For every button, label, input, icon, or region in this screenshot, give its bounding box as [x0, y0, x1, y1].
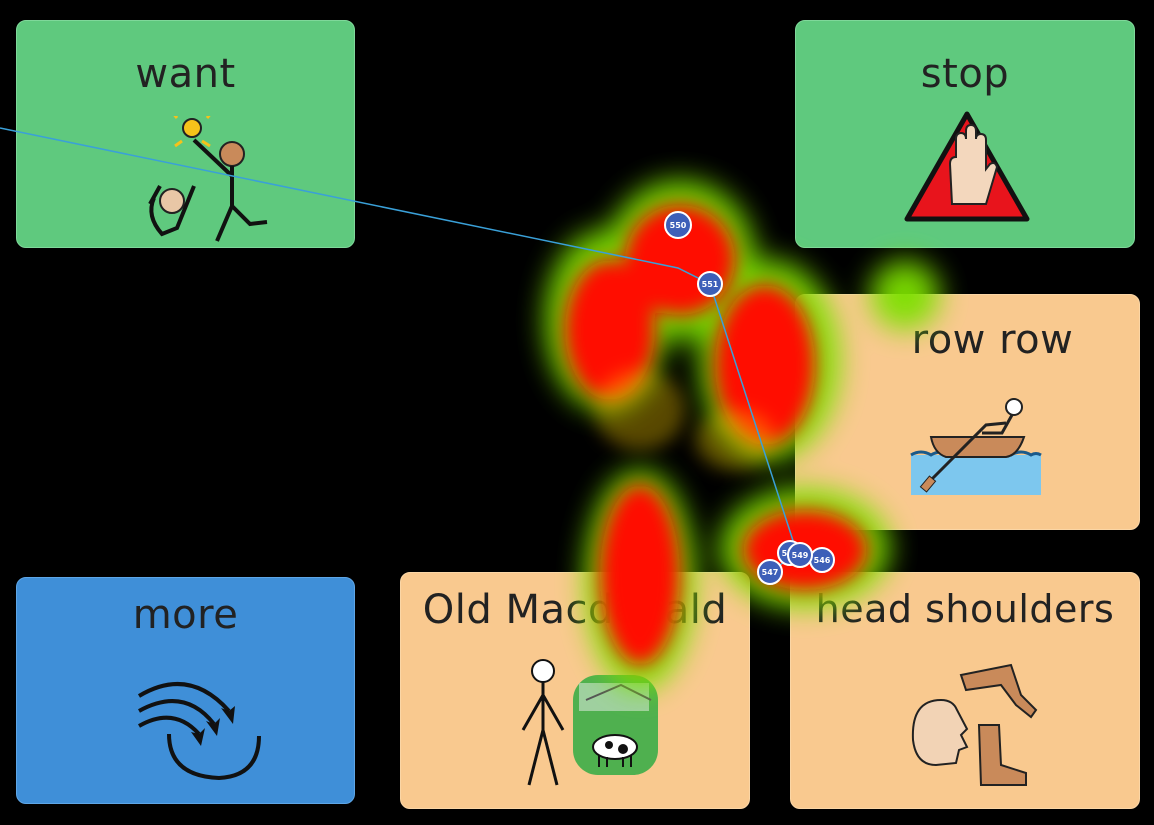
tile-old-macdonald[interactable]: Old Macdonald: [400, 572, 750, 809]
fixation-label: 548: [782, 549, 799, 558]
tile-stop-label: stop: [920, 51, 1010, 97]
fixation-label: 549: [792, 551, 809, 560]
fixation-label: 547: [762, 568, 779, 577]
more-arrows-icon: [137, 682, 261, 781]
fixation-label: 550: [670, 221, 687, 230]
tile-stop[interactable]: stop: [795, 20, 1135, 248]
tile-more-label: more: [132, 592, 239, 638]
fixation-marker: 548: [777, 540, 803, 566]
heatmap-mid-layer: [595, 370, 775, 470]
tile-head-shoulders-label: head shoulders: [815, 587, 1115, 631]
fixation-marker: 549: [787, 542, 813, 568]
tile-row-row[interactable]: row row: [795, 294, 1140, 530]
row-boat-icon: [910, 398, 1042, 495]
want-symbol-icon: [148, 116, 268, 242]
old-macdonald-icon: [521, 659, 658, 786]
tile-more[interactable]: more: [16, 577, 355, 804]
fixation-marker: 550: [664, 211, 692, 239]
tile-head-shoulders[interactable]: head shoulders: [790, 572, 1140, 809]
tile-want[interactable]: want: [16, 20, 355, 248]
fixation-label: 546: [814, 556, 831, 565]
tile-want-label: want: [135, 51, 236, 97]
fixation-marker: 551: [697, 271, 723, 297]
fixation-label: 551: [702, 280, 719, 289]
tile-row-row-label: row row: [911, 317, 1074, 363]
fixation-marker: 546: [809, 547, 835, 573]
stop-hand-icon: [904, 111, 1030, 222]
head-shoulders-icon: [911, 663, 1038, 786]
fixation-marker: 547: [757, 559, 783, 585]
tile-old-macdonald-label: Old Macdonald: [422, 587, 728, 633]
